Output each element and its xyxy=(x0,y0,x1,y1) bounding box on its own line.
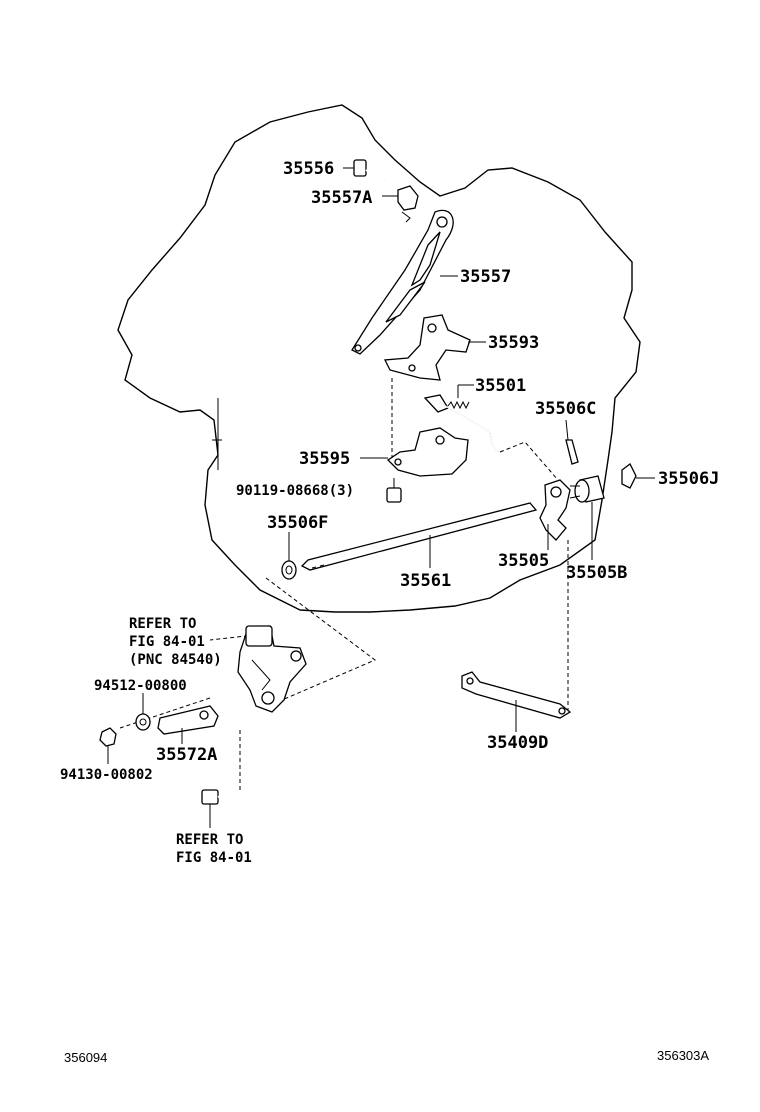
label-35561: 35561 xyxy=(400,571,451,591)
shaft-35561 xyxy=(300,502,538,571)
label-35593: 35593 xyxy=(488,333,539,353)
seal-35506F xyxy=(281,560,297,580)
label-35501: 35501 xyxy=(475,376,526,396)
label-35595: 35595 xyxy=(299,449,350,469)
case-inner-edge xyxy=(212,398,222,470)
label-35557A: 35557A xyxy=(311,188,372,208)
label-35556: 35556 xyxy=(283,159,334,179)
footer-right-code: 356303A xyxy=(657,1048,709,1063)
label-90119-08668: 90119-08668(3) xyxy=(236,483,354,499)
label-35505B: 35505B xyxy=(566,563,627,583)
refer-note-2-line-2: FIG 84-01 xyxy=(176,850,252,866)
bracket-35595 xyxy=(386,427,469,477)
bracket-35593 xyxy=(383,314,471,381)
label-35506F: 35506F xyxy=(267,513,328,533)
cable-35501 xyxy=(423,394,499,453)
label-94130-00802: 94130-00802 xyxy=(60,767,153,783)
bushing-35505B xyxy=(569,475,605,503)
label-35506J: 35506J xyxy=(658,469,719,489)
bolt-35556 xyxy=(353,159,386,181)
footer-left-code: 356094 xyxy=(64,1050,107,1065)
refer-note-1-line-3: (PNC 84540) xyxy=(129,652,222,668)
label-94512-00800: 94512-00800 xyxy=(94,678,187,694)
refer-note-2-line-1: REFER TO xyxy=(176,832,243,848)
bolt-90119 xyxy=(386,478,402,503)
label-35505: 35505 xyxy=(498,551,549,571)
clip-35557A xyxy=(397,185,419,223)
neutral-start-switch xyxy=(237,625,307,713)
pin-35506C xyxy=(565,439,579,465)
dashed-guide-lines xyxy=(119,378,569,790)
nut-94130 xyxy=(99,727,117,747)
label-35572A: 35572A xyxy=(156,745,217,765)
bolt-switch xyxy=(201,789,237,805)
clip-35506J xyxy=(621,463,637,489)
bracket-35572A xyxy=(157,705,219,735)
refer-note-1-line-2: FIG 84-01 xyxy=(129,634,205,650)
lever-35505 xyxy=(539,479,571,541)
washer-94512 xyxy=(135,713,151,731)
label-35557: 35557 xyxy=(460,267,511,287)
label-35506C: 35506C xyxy=(535,399,596,419)
refer-note-1-line-1: REFER TO xyxy=(129,616,196,632)
lever-35409D xyxy=(461,671,572,719)
transmission-case-outline xyxy=(117,104,641,613)
bracket-35557 xyxy=(351,209,454,355)
label-35409D: 35409D xyxy=(487,733,548,753)
